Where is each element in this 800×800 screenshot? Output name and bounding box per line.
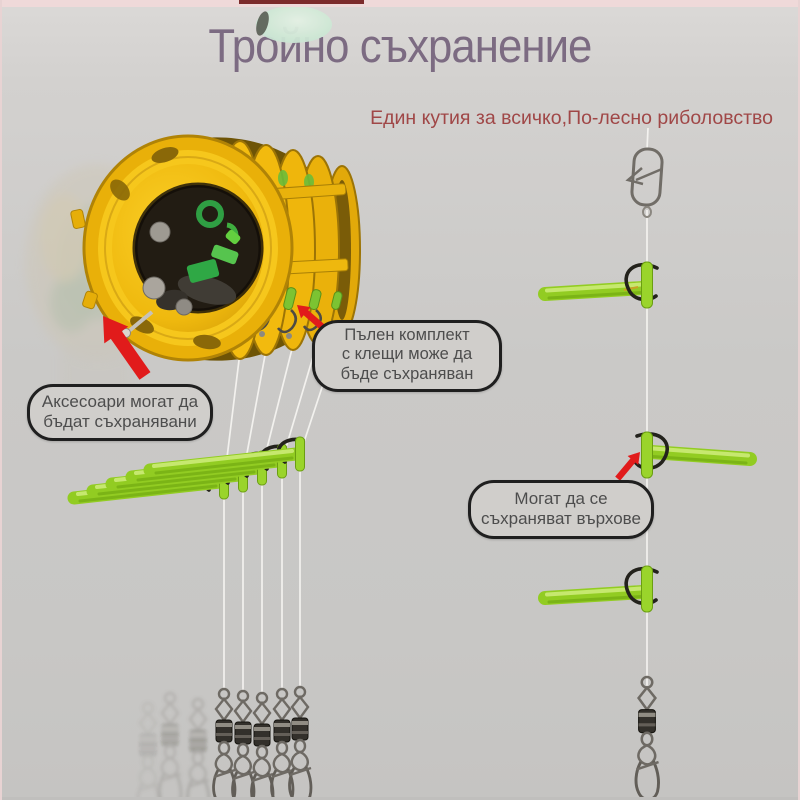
page-title: Тройно съхранение: [208, 19, 592, 72]
top-maroon-strip: [239, 0, 364, 4]
right-rig: [538, 147, 757, 613]
snap-top: [625, 147, 664, 218]
rod-tip-tube: [150, 436, 305, 473]
rod-tip-tubes-left: [74, 436, 305, 501]
rod-tip-tube: [538, 565, 659, 613]
callout-line: съхраняват върхове: [481, 509, 641, 529]
callout-line: бъдат съхранявани: [43, 412, 197, 432]
rod-tip-tube: [634, 431, 757, 479]
callout-line: Пълен комплект: [344, 326, 470, 344]
callout-rod-tips: Могат да се съхраняват върхове: [468, 480, 654, 540]
callout-line: с клещи може да: [341, 345, 473, 364]
ghost-swivels: [136, 691, 211, 800]
callout-line: Могат да се: [514, 489, 608, 508]
photo-artifact-blob: [256, 6, 332, 43]
top-border-strip: [2, 0, 798, 7]
page-subtitle: Един кутия за всичко,По-лесно риболовств…: [370, 107, 773, 129]
rod-tip-tube: [538, 261, 659, 309]
snap-swivels: [212, 675, 661, 800]
callout-line: бъде съхраняван: [340, 364, 474, 383]
snap-swivel: [634, 675, 661, 800]
bottom-border-strip: [2, 797, 798, 800]
callout-pliers-kit: Пълен комплект с клещи може да бъде съхр…: [312, 320, 502, 393]
callout-accessories: Аксесоари могат да бъдат съхранявани: [27, 384, 213, 442]
spool-opening: [121, 182, 264, 338]
storage-spool: [70, 134, 361, 362]
callout-line: Аксесоари могат да: [41, 392, 199, 411]
